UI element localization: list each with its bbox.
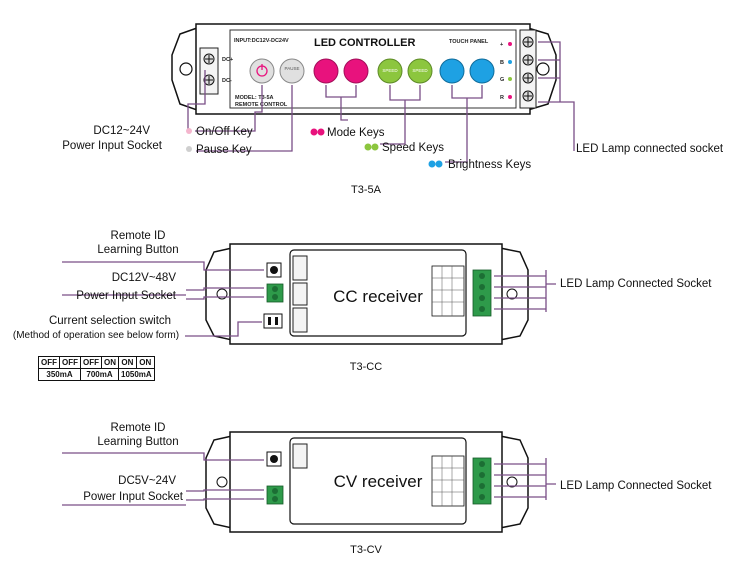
cv-lamp-terminal (472, 457, 492, 505)
cv-caption: T3-CV (350, 544, 382, 556)
cv-inner-panel (289, 437, 467, 525)
onoff-callout: On/Off Key (196, 126, 253, 138)
current-selection-table: OFF OFF OFF ON ON ON 350mA 700mA 1050mA (38, 356, 155, 381)
cc-switch-line2: (Method of operation see below form) (13, 330, 179, 341)
mode-swatch-2 (317, 128, 325, 136)
onoff-swatch (186, 128, 192, 134)
cv-power-line2: Power Input Socket (83, 491, 184, 503)
channel-b-label: B (500, 60, 504, 66)
mode-swatch-1 (310, 128, 318, 136)
cc-remote-id-line1: Remote ID (111, 230, 166, 242)
cc-device: CC receiver (205, 243, 529, 345)
cv-remote-id-line1: Remote ID (111, 422, 166, 434)
switch-cell: OFF (38, 356, 60, 369)
cc-power-line1: DC12V~48V (112, 272, 177, 284)
t35a-leaders (187, 41, 575, 163)
cv-power-terminal (266, 485, 284, 505)
channel-g-dot (508, 77, 512, 81)
mode-callout: Mode Keys (327, 127, 385, 139)
cc-current-switch[interactable] (263, 313, 283, 329)
t35a-power-callout-line2: Power Input Socket (62, 140, 163, 152)
t35a-channel-labels: + B G R (500, 42, 512, 101)
cc-switch-line1: Current selection switch (49, 315, 171, 327)
speed-key-2[interactable] (407, 58, 433, 84)
t35a-lamp-callout: LED Lamp connected socket (576, 143, 724, 155)
current-cell: 350mA (38, 368, 81, 381)
pause-key[interactable] (279, 58, 305, 84)
cc-title: CC receiver (333, 287, 423, 306)
brightness-swatch-2 (435, 160, 443, 168)
t35a-caption: T3-5A (351, 184, 382, 196)
channel-r-label: R (500, 95, 504, 101)
switch-cell: ON (118, 356, 137, 369)
switch-cell: ON (101, 356, 119, 369)
switch-cell: ON (135, 356, 155, 369)
speed-key-2-label: SPEED (412, 68, 428, 73)
cc-caption: T3-CC (350, 361, 382, 373)
pause-callout: Pause Key (196, 144, 252, 156)
speed-callout: Speed Keys (382, 142, 444, 154)
onoff-key[interactable] (249, 58, 275, 84)
channel-b-dot (508, 60, 512, 64)
mode-key-1[interactable] (313, 58, 339, 84)
t35a-touch-panel-label: TOUCH PANEL (449, 39, 489, 45)
t35a-dc-minus: DC- (222, 78, 232, 84)
cv-lamp-callout: LED Lamp Connected Socket (560, 480, 712, 492)
t35a-device: INPUT:DC12V-DC24V LED CONTROLLER TOUCH P… (171, 23, 557, 115)
cc-lamp-terminal (472, 269, 492, 317)
speed-key-1[interactable] (377, 58, 403, 84)
speed-key-1-label: SPEED (382, 68, 398, 73)
cc-power-line2: Power Input Socket (76, 290, 177, 302)
cv-remote-id-line2: Learning Button (97, 436, 178, 448)
brightness-key-1[interactable] (439, 58, 465, 84)
mode-key-2[interactable] (343, 58, 369, 84)
brightness-swatch-1 (428, 160, 436, 168)
t35a-lamp-terminal (519, 29, 537, 109)
speed-swatch-2 (371, 143, 379, 151)
pause-swatch (186, 146, 192, 152)
t35a-input-label: INPUT:DC12V-DC24V (234, 38, 289, 44)
cv-power-line1: DC5V~24V (118, 475, 176, 487)
cc-lamp-callout: LED Lamp Connected Socket (560, 278, 712, 290)
t35a-title: LED CONTROLLER (314, 37, 415, 49)
cc-power-terminal (266, 283, 284, 303)
current-value-row: 350mA 700mA 1050mA (38, 368, 155, 381)
cc-leaders (62, 261, 556, 337)
brightness-callout: Brightness Keys (448, 159, 531, 171)
channel-r-dot (508, 95, 512, 99)
cv-title: CV receiver (334, 472, 423, 491)
t35a-dc-plus: DC+ (222, 57, 233, 63)
switch-cell: OFF (59, 356, 81, 369)
switch-cell: OFF (80, 356, 102, 369)
cc-remote-id-line2: Learning Button (97, 244, 178, 256)
current-cell: 700mA (80, 368, 119, 381)
current-cell: 1050mA (118, 368, 155, 381)
t35a-keys: PAUSE SPEED SPEED (249, 58, 495, 84)
switch-state-row: OFF OFF OFF ON ON ON (38, 356, 155, 369)
channel-plus-label: + (500, 42, 503, 48)
cv-leaders (62, 452, 556, 506)
pause-key-label: PAUSE (285, 66, 300, 71)
cc-inner-panel (289, 249, 467, 337)
speed-swatch-1 (364, 143, 372, 151)
t35a-model: MODEL: T3-5A (235, 95, 274, 101)
brightness-key-2[interactable] (469, 58, 495, 84)
cv-device: CV receiver (205, 431, 529, 533)
t35a-power-callout-line1: DC12~24V (93, 125, 150, 137)
channel-g-label: G (500, 77, 504, 83)
channel-plus-dot (508, 42, 512, 46)
